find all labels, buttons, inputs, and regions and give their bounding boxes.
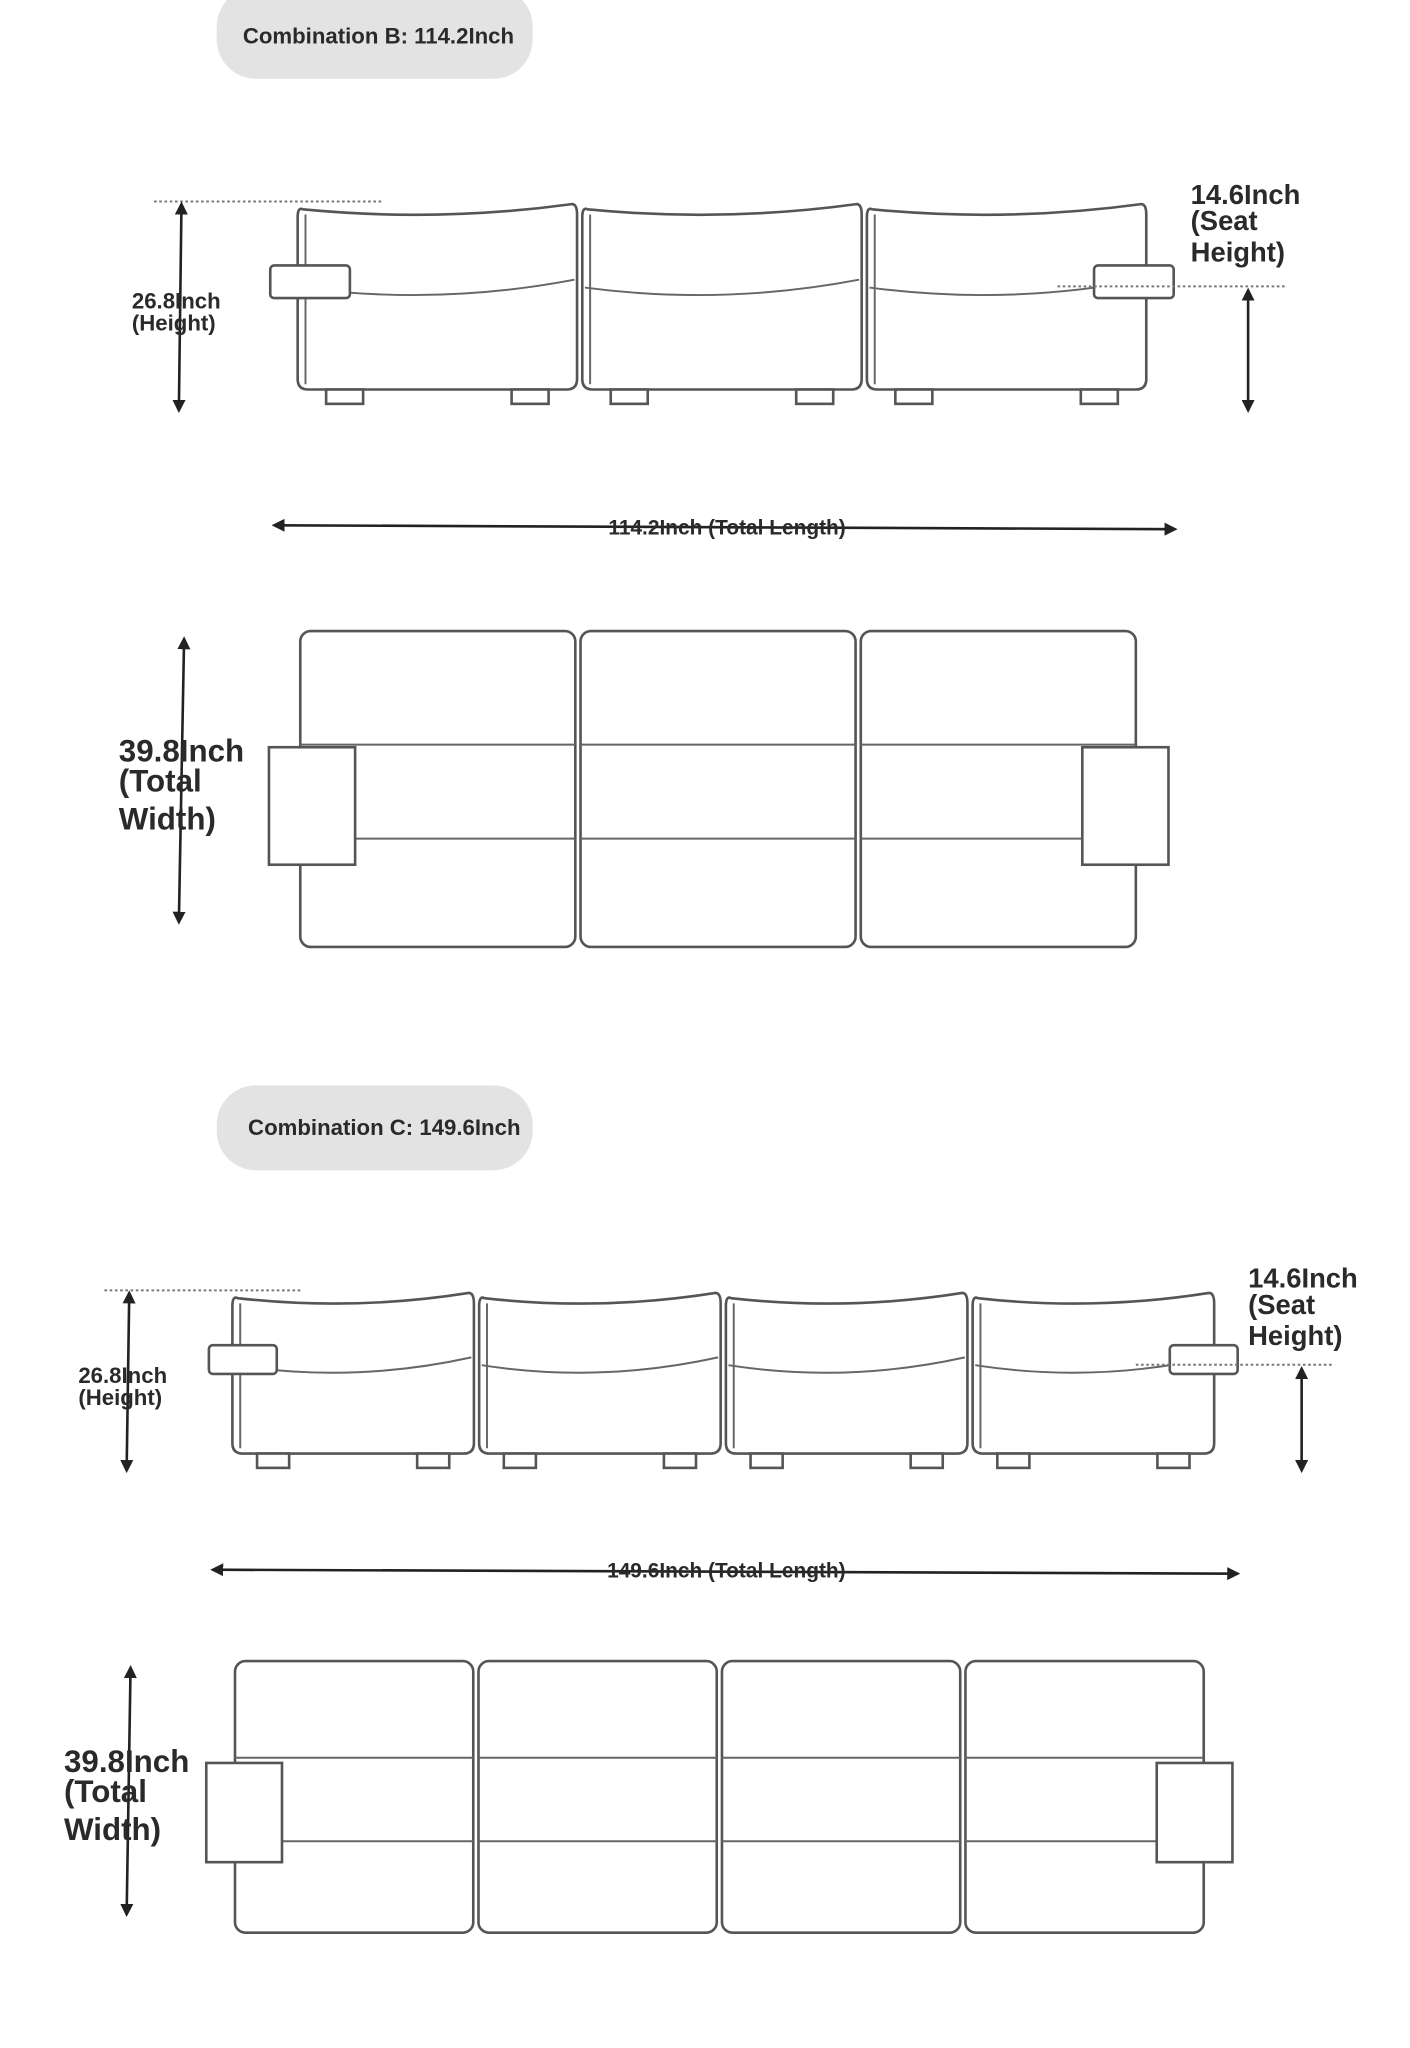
- sofa-leg: [415, 1452, 451, 1470]
- armrest-right: [1081, 745, 1170, 867]
- armrest-left: [267, 745, 357, 867]
- combination-c-top-view: [204, 1659, 1234, 1934]
- sofa-leg: [510, 388, 550, 406]
- armrest-right: [1168, 1343, 1239, 1376]
- module-outline: [579, 629, 857, 949]
- sofa-module: [971, 1291, 1216, 1470]
- length-arrow: [210, 1563, 1241, 1581]
- sofa-module: [231, 1291, 476, 1470]
- combination-c-title-pill: [216, 1085, 533, 1171]
- combination-b-top-view: [267, 629, 1170, 949]
- armrest-left: [207, 1343, 279, 1376]
- sofa-leg: [794, 388, 835, 406]
- height-arrow: [172, 201, 188, 413]
- sofa-leg: [1079, 388, 1120, 406]
- armrest-left: [204, 1761, 284, 1864]
- sofa-leg: [909, 1452, 945, 1470]
- combination-b-title-pill: [216, 0, 533, 79]
- sofa-module-top: [579, 629, 857, 949]
- sofa-leg: [662, 1452, 698, 1470]
- combination-b-title: Combination B: 114.2Inch: [243, 24, 514, 49]
- module-outline: [865, 202, 1148, 391]
- sofa-leg: [255, 1452, 291, 1470]
- sofa-module: [477, 1291, 722, 1470]
- sofa-leg: [324, 388, 365, 406]
- combination-b: Combination B: 114.2Inch 26.8Inch(Height…: [119, 0, 1301, 949]
- width-arrow: [172, 636, 191, 925]
- combination-c-title: Combination C: 149.6Inch: [248, 1115, 520, 1140]
- seat-cushion-line: [728, 1356, 966, 1374]
- sofa-leg: [502, 1452, 538, 1470]
- sofa-module-top: [859, 629, 1138, 949]
- sofa-module: [580, 202, 863, 406]
- sofa-module-top: [477, 1659, 719, 1934]
- combination-c: Combination C: 149.6Inch 26.8Inch(Height…: [64, 1085, 1358, 1934]
- length-label: 114.2Inch (Total Length): [608, 516, 845, 539]
- sofa-leg: [1156, 1452, 1191, 1470]
- armrest-left: [268, 264, 352, 300]
- sofa-module: [296, 202, 579, 406]
- sofa-module: [724, 1291, 969, 1470]
- seat-cushion-line: [481, 1356, 719, 1374]
- length-label: 149.6Inch (Total Length): [607, 1560, 846, 1583]
- sofa-leg: [609, 388, 650, 406]
- seat-cushion-line: [584, 278, 860, 297]
- combination-c-front-view: [207, 1291, 1239, 1470]
- module-outline: [720, 1659, 962, 1934]
- height-arrow: [120, 1290, 136, 1474]
- height-label: 26.8Inch(Height): [78, 1363, 167, 1410]
- armrest-right: [1092, 264, 1175, 300]
- width-arrow: [120, 1665, 137, 1917]
- sofa-leg: [996, 1452, 1031, 1470]
- sofa-module-top: [720, 1659, 962, 1934]
- sofa-module: [865, 202, 1148, 406]
- combination-b-front-view: [268, 202, 1175, 406]
- module-outline: [580, 202, 863, 391]
- sofa-leg: [894, 388, 934, 406]
- height-label: 26.8Inch(Height): [132, 289, 221, 336]
- sofa-leg: [749, 1452, 784, 1470]
- length-arrow: [271, 518, 1178, 536]
- armrest-right: [1155, 1761, 1234, 1864]
- module-outline: [477, 1659, 719, 1934]
